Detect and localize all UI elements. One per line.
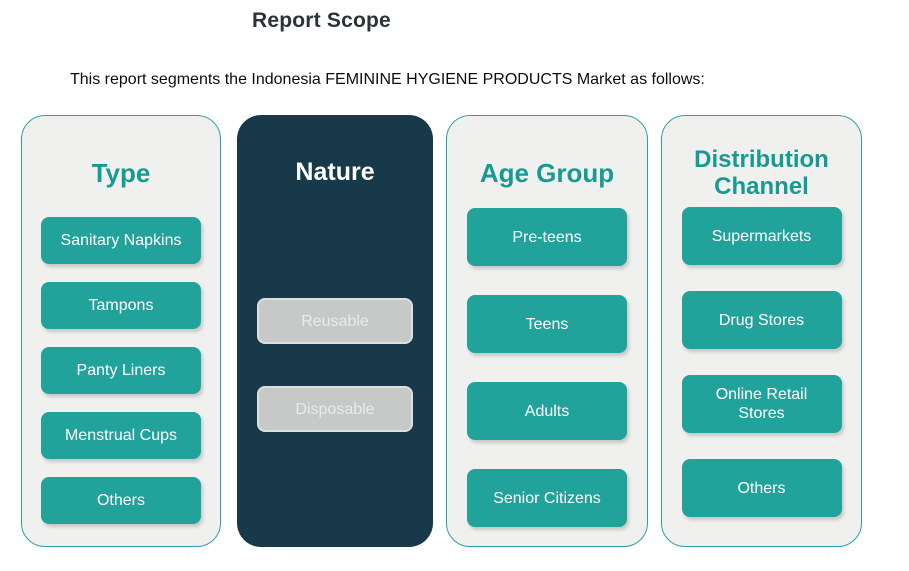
distribution-item-list: Supermarkets Drug Stores Online Retail S… — [662, 200, 861, 517]
segment-item-sanitary-napkins: Sanitary Napkins — [41, 217, 201, 264]
segment-item-online-retail-stores: Online Retail Stores — [681, 375, 842, 433]
segment-item-pre-teens: Pre-teens — [467, 208, 627, 266]
segment-item-tampons: Tampons — [41, 282, 201, 329]
segment-item-drug-stores: Drug Stores — [681, 291, 842, 349]
nature-item-list: Reusable Disposable — [237, 187, 433, 432]
card-header-type: Type — [91, 158, 151, 188]
card-header-age-group: Age Group — [479, 158, 615, 188]
type-item-list: Sanitary Napkins Tampons Panty Liners Me… — [22, 188, 220, 524]
segment-item-supermarkets: Supermarkets — [681, 207, 842, 265]
segment-item-panty-liners: Panty Liners — [41, 347, 201, 394]
card-header-nature: Nature — [295, 158, 375, 186]
segment-card-age-group: Age Group Pre-teens Teens Adults Senior … — [446, 115, 648, 547]
segment-item-disposable: Disposable — [257, 386, 413, 432]
segment-item-type-others: Others — [41, 477, 201, 524]
card-header-distribution-channel: Distribution Channel — [694, 146, 829, 200]
report-scope-subtitle: This report segments the Indonesia FEMIN… — [70, 71, 705, 88]
page-title: Report Scope — [252, 9, 391, 32]
segment-card-distribution-channel: Distribution Channel Supermarkets Drug S… — [661, 115, 862, 547]
segment-item-reusable: Reusable — [257, 298, 413, 344]
segment-card-type: Type Sanitary Napkins Tampons Panty Line… — [21, 115, 221, 547]
segment-item-teens: Teens — [467, 295, 627, 353]
segment-card-nature: Nature Reusable Disposable — [237, 115, 433, 547]
age-group-item-list: Pre-teens Teens Adults Senior Citizens — [447, 188, 647, 527]
segment-item-senior-citizens: Senior Citizens — [467, 469, 627, 527]
segment-item-distribution-others: Others — [681, 459, 842, 517]
segment-item-menstrual-cups: Menstrual Cups — [41, 412, 201, 459]
segment-item-adults: Adults — [467, 382, 627, 440]
